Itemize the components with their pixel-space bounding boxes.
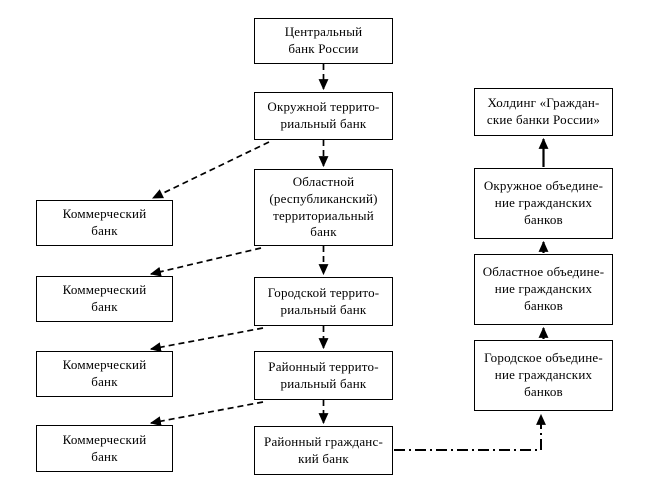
node-commercial-bank-1: Коммерческий банк <box>36 200 173 246</box>
node-rayonny-territorial-bank: Районный террито- риальный банк <box>254 351 393 400</box>
node-oblastnoye-association-of-civil-banks: Областное объедине- ние гражданских банк… <box>474 254 613 325</box>
node-commercial-bank-2: Коммерческий банк <box>36 276 173 322</box>
node-central-bank-of-russia: Центральный банк России <box>254 18 393 64</box>
edge-civil-bank-to-gorodskoye-association-arrow <box>394 413 546 451</box>
edge-oblastnoy-to-commercial2-arrow <box>149 247 262 277</box>
node-okruzhnoy-territorial-bank: Окружной террито- риальный банк <box>254 92 393 140</box>
node-gorodskoy-territorial-bank: Городской террито- риальный банк <box>254 277 393 326</box>
edge-okruzhnoy-to-commercial1-arrow <box>152 141 270 199</box>
edge-rayonny-to-commercial4-arrow <box>149 401 264 427</box>
node-rayonny-civil-bank: Районный гражданс- кий банк <box>254 426 393 475</box>
node-holding-civil-banks-of-russia: Холдинг «Граждан- ские банки России» <box>474 88 613 136</box>
node-commercial-bank-4: Коммерческий банк <box>36 425 173 472</box>
node-okruzhnoye-association-of-civil-banks: Окружное объедине- ние гражданских банко… <box>474 168 613 239</box>
node-oblastnoy-territorial-bank: Областной (республиканский) территориаль… <box>254 169 393 246</box>
node-commercial-bank-3: Коммерческий банк <box>36 351 173 397</box>
edge-gorodskoy-to-commercial3-arrow <box>149 327 264 353</box>
node-gorodskoye-association-of-civil-banks: Городское объедине- ние гражданских банк… <box>474 340 613 411</box>
